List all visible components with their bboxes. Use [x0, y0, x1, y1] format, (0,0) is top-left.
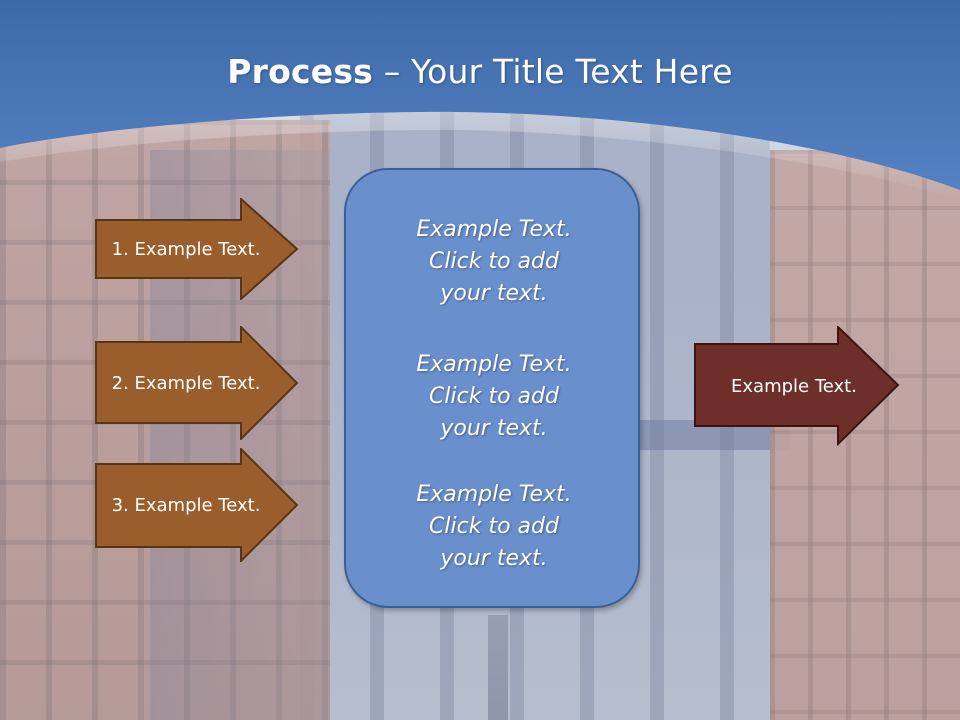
result-arrow[interactable]: Example Text.	[694, 326, 900, 446]
right-arrow-shape-icon	[95, 448, 299, 562]
spire-image	[488, 615, 508, 720]
process-step-label: 1. Example Text.	[111, 238, 261, 260]
center-paragraph-2: Example Text. Click to add your text.	[416, 352, 572, 441]
process-step-label: 2. Example Text.	[111, 372, 261, 394]
center-paragraph-3: Example Text. Click to add your text.	[416, 482, 572, 571]
center-paragraph-1: Example Text. Click to add your text.	[416, 217, 572, 306]
title-bold: Process	[227, 52, 374, 91]
title-rest: – Your Title Text Here	[373, 52, 733, 91]
process-step-label: 3. Example Text.	[111, 494, 261, 516]
right-arrow-shape-icon	[694, 326, 900, 446]
process-step-arrow-3[interactable]: 3. Example Text.	[95, 448, 299, 566]
header-band	[0, 0, 960, 200]
right-arrow-shape-icon	[95, 198, 299, 300]
process-step-arrow-1[interactable]: 1. Example Text.	[95, 198, 299, 316]
right-building-image	[770, 150, 960, 720]
right-arrow-shape-icon	[95, 326, 299, 440]
page-title[interactable]: Process – Your Title Text Here	[0, 52, 960, 91]
result-arrow-label: Example Text.	[731, 375, 857, 397]
center-content-box[interactable]: Example Text. Click to add your text. Ex…	[344, 168, 640, 608]
process-step-arrow-2[interactable]: 2. Example Text.	[95, 326, 299, 444]
